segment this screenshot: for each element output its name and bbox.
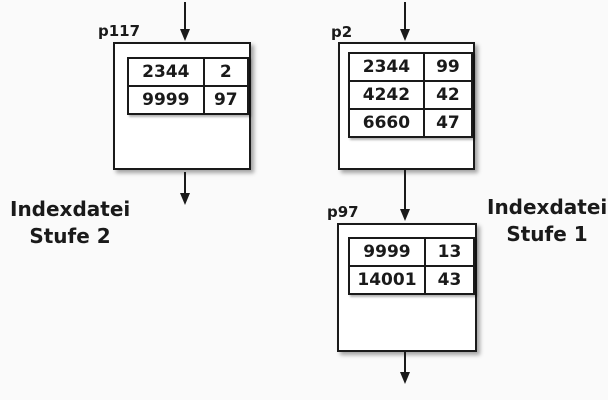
arrow-p2-to-p97-line [404, 170, 406, 210]
pointer-cell: 42 [422, 80, 474, 110]
table-row: 14001 43 [348, 265, 476, 295]
arrow-out-p117-head [180, 193, 190, 205]
arrow-into-p117-head [180, 29, 190, 41]
caption-index-level-2-line1: Indexdatei [10, 197, 131, 221]
key-cell: 6660 [348, 108, 425, 138]
pointer-cell: 99 [422, 52, 474, 82]
node-table-p117: 2344 2 9999 97 [127, 57, 250, 115]
caption-index-level-1: Indexdatei Stufe 1 [487, 194, 607, 248]
table-row: 9999 97 [127, 85, 250, 115]
arrow-out-p97-head [400, 372, 410, 384]
node-label-p117: p117 [98, 22, 141, 40]
key-cell: 14001 [348, 265, 426, 295]
table-row: 4242 42 [348, 80, 474, 110]
pointer-cell: 2 [202, 57, 250, 87]
caption-index-level-2: Indexdatei Stufe 2 [10, 196, 130, 250]
node-box-p117: 2344 2 9999 97 [113, 42, 251, 170]
table-row: 9999 13 [348, 237, 476, 267]
node-table-p2: 2344 99 4242 42 6660 47 [348, 52, 474, 138]
node-table-p97: 9999 13 14001 43 [348, 237, 476, 295]
arrow-out-p117-line [184, 172, 186, 194]
pointer-cell: 43 [423, 265, 476, 295]
arrow-into-p2-head [400, 29, 410, 41]
key-cell: 2344 [127, 57, 205, 87]
key-cell: 9999 [348, 237, 426, 267]
node-box-p2: 2344 99 4242 42 6660 47 [338, 42, 475, 170]
table-row: 2344 2 [127, 57, 250, 87]
key-cell: 4242 [348, 80, 425, 110]
table-row: 2344 99 [348, 52, 474, 82]
key-cell: 9999 [127, 85, 205, 115]
node-box-p97: 9999 13 14001 43 [337, 223, 477, 352]
arrow-into-p117-line [184, 2, 186, 30]
arrow-p2-to-p97-head [400, 209, 410, 221]
caption-index-level-1-line1: Indexdatei [487, 195, 608, 219]
pointer-cell: 13 [423, 237, 476, 267]
caption-index-level-2-line2: Stufe 2 [29, 224, 111, 248]
arrow-into-p2-line [404, 2, 406, 30]
pointer-cell: 47 [422, 108, 474, 138]
pointer-cell: 97 [202, 85, 250, 115]
key-cell: 2344 [348, 52, 425, 82]
node-label-p97: p97 [327, 203, 359, 221]
node-label-p2: p2 [331, 23, 353, 41]
caption-index-level-1-line2: Stufe 1 [506, 222, 588, 246]
arrow-out-p97-line [404, 351, 406, 373]
table-row: 6660 47 [348, 108, 474, 138]
